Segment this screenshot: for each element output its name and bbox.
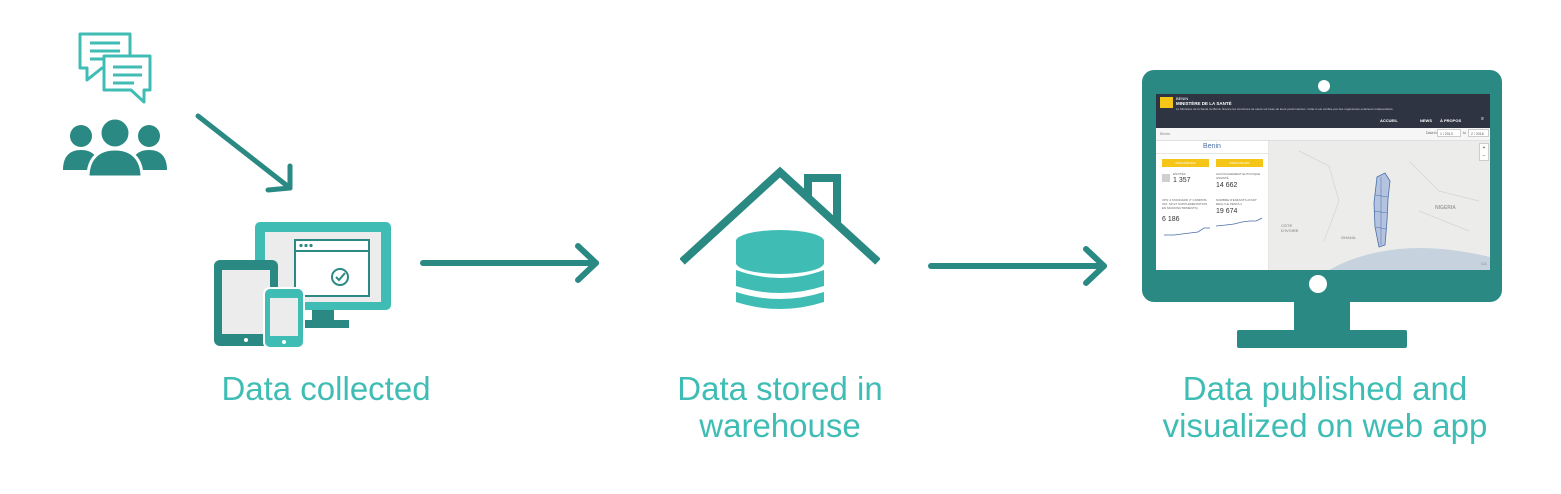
caption-line: warehouse <box>699 407 861 444</box>
caption-stored: Data stored in warehouse <box>640 370 920 444</box>
org-title: MINISTÈRE DE LA SANTÉ <box>1176 101 1232 106</box>
arrow-right-icon <box>420 243 599 283</box>
map-label-cote-divoire: CÔTE D'IVOIRE <box>1281 223 1299 233</box>
caption-line: visualized on web app <box>1162 407 1488 444</box>
stats-panel: Benin INDICATEURS INDICATEURS ENTITÉS 1 … <box>1156 141 1269 270</box>
nav-about[interactable]: À PROPOS <box>1440 118 1462 123</box>
caption-line: Data stored in <box>677 370 883 407</box>
indicator-tile[interactable]: INDICATEURS <box>1216 159 1263 167</box>
map-view[interactable]: NIGERIA GHANA CÔTE D'IVOIRE CA +− <box>1269 141 1490 270</box>
stat-label: NOMBRE D'ENFANTS AYANT REÇU LE PENTA 3 <box>1216 198 1257 206</box>
zoom-control[interactable]: +− <box>1479 143 1489 161</box>
date-to-label: to <box>1463 131 1466 135</box>
stat-value: 6 186 <box>1162 216 1180 223</box>
app-header: BENIN MINISTÈRE DE LA SANTÉ Le Ministère… <box>1156 94 1490 128</box>
map-label-nigeria: NIGERIA <box>1435 205 1456 211</box>
caption-published: Data published and visualized on web app <box>1130 370 1520 444</box>
breadcrumb[interactable]: Benin <box>1160 131 1171 136</box>
power-button <box>1309 275 1327 293</box>
web-app-screen: BENIN MINISTÈRE DE LA SANTÉ Le Ministère… <box>1156 94 1490 270</box>
caption-collected: Data collected <box>196 370 456 407</box>
chat-bubbles-icon <box>78 32 152 104</box>
stat-value: 1 357 <box>1173 177 1191 184</box>
map-label-ca: CA <box>1481 261 1487 266</box>
camera-dot <box>1318 80 1330 92</box>
nav-home[interactable]: ACCUEIL <box>1380 118 1398 123</box>
monitor-stand-icon <box>1237 300 1407 348</box>
stat-value: 19 674 <box>1216 208 1238 215</box>
org-desc: Le Ministère de la Santé du Bénin financ… <box>1176 107 1394 111</box>
stat-label: ACCOUCHEMENT EUTOCIQUE ASSISTÉ <box>1216 172 1261 180</box>
org-small: BENIN <box>1176 96 1189 101</box>
home-icon <box>1162 174 1170 182</box>
date-from-label: Data for <box>1426 131 1439 135</box>
arrow-right-icon <box>928 246 1107 286</box>
caption-line: Data published and <box>1182 370 1468 407</box>
stat-label: CPN 4 STANDARD (Y COMPRIS VAT, SP ET SUP… <box>1162 198 1208 210</box>
map-canvas <box>1269 141 1490 270</box>
panel-title: Benin <box>1156 141 1268 154</box>
monitor-frame: BENIN MINISTÈRE DE LA SANTÉ Le Ministère… <box>1142 70 1502 302</box>
toolbar: Benin Data for 1 / 2013 to 2 / 2016 <box>1156 128 1490 141</box>
caption-line: Data collected <box>221 370 431 407</box>
users-group-icon <box>63 116 167 178</box>
nav-news[interactable]: NEWS <box>1420 118 1432 123</box>
logo <box>1160 97 1173 108</box>
stat-label: ENTITÉS <box>1173 172 1186 176</box>
indicator-tile[interactable]: INDICATEURS <box>1162 159 1209 167</box>
nav-menu[interactable]: ≡ <box>1481 116 1484 122</box>
house-database-icon <box>680 166 880 309</box>
map-label-ghana: GHANA <box>1341 235 1356 240</box>
date-from-select[interactable]: 1 / 2013 <box>1437 129 1461 137</box>
stat-value: 14 662 <box>1216 182 1238 189</box>
sparkline <box>1216 217 1262 227</box>
arrow-down-right-icon <box>195 113 293 193</box>
date-to-select[interactable]: 2 / 2016 <box>1468 129 1489 137</box>
sparkline <box>1164 227 1210 236</box>
devices-icon <box>214 222 391 349</box>
